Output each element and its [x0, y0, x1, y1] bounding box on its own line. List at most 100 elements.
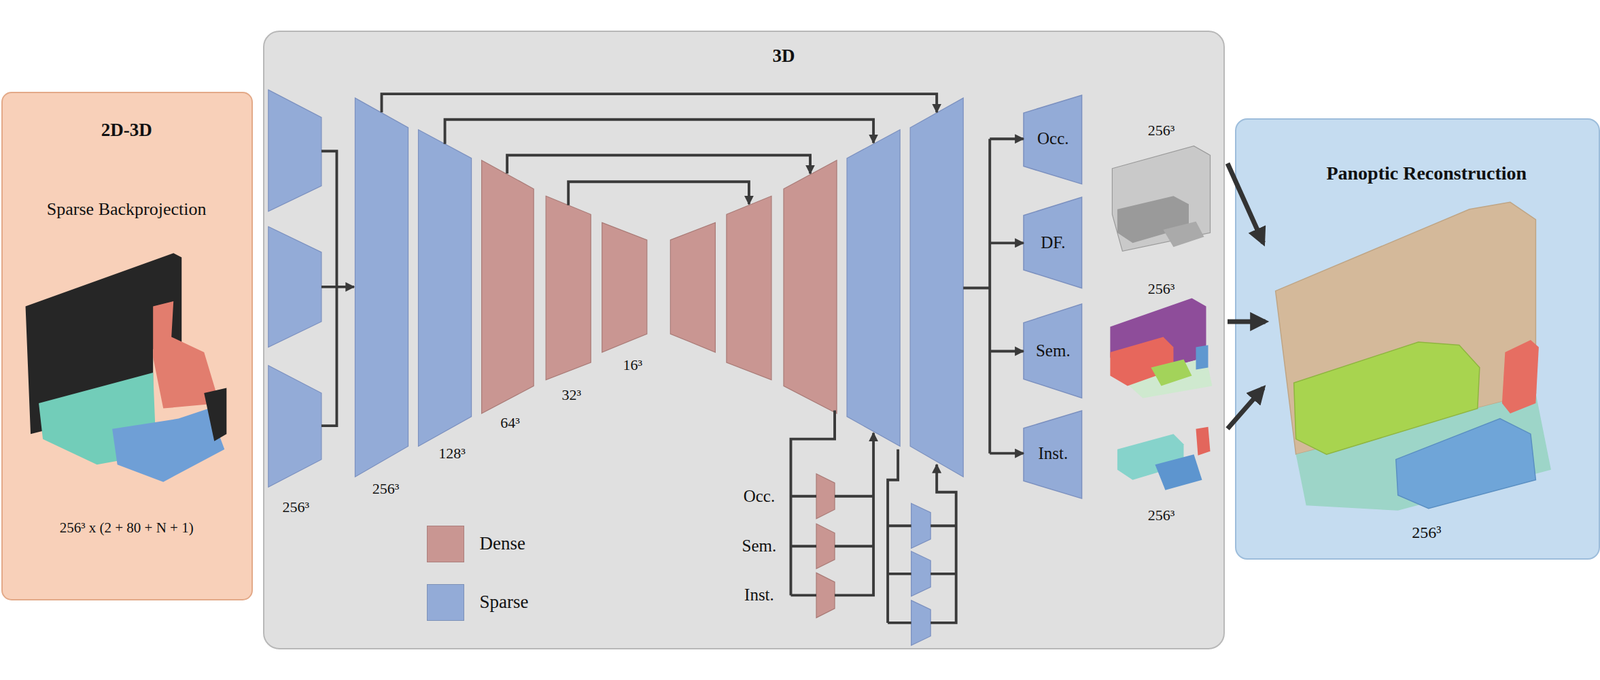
resolution-label: 256³ [1148, 122, 1176, 140]
network-wires-part [834, 494, 874, 498]
panel-title: 3D [772, 45, 795, 67]
panoptic-scene-part [1396, 418, 1537, 509]
decoder-blocks-part [910, 97, 964, 477]
network-wires-part [963, 286, 990, 289]
voxel-input-part [203, 388, 227, 442]
network-wires [321, 93, 1024, 623]
head-block: Inst. [1023, 410, 1083, 499]
voxel-input-part [112, 408, 225, 482]
instance-output-part [1154, 454, 1202, 491]
encoder-blocks-part [481, 160, 535, 414]
head-block: Sem. [1023, 303, 1083, 398]
decoder-blocks [670, 97, 964, 646]
network-wires-part [989, 451, 1024, 455]
network-wires-part [930, 464, 957, 623]
instance-output-part [1195, 426, 1210, 456]
decoder-blocks-part [911, 551, 932, 597]
encoder-blocks-part [545, 195, 591, 380]
resolution-label: 256³ [1411, 523, 1441, 543]
output-arrow [1227, 318, 1266, 324]
trapezoid-outline [1023, 95, 1083, 185]
encoder-blocks-part [268, 226, 322, 347]
occupancy-output-part [1111, 146, 1210, 252]
decoder-blocks-part [816, 572, 835, 618]
head-label: Inst. [1037, 443, 1068, 463]
network-wires-part [989, 350, 1024, 353]
legend-label: Sparse [479, 591, 529, 613]
network-wires-part [321, 285, 355, 289]
panel-title: Panoptic Reconstruction [1326, 162, 1527, 185]
encoder-blocks-part [602, 222, 648, 353]
occupancy-output [1111, 146, 1210, 252]
resolution-label: 32³ [561, 386, 582, 404]
decoder-blocks-part [846, 129, 900, 446]
head-label: DF. [1040, 233, 1066, 253]
tensor-size: 256³ x (2 + 80 + N + 1) [59, 519, 194, 536]
encoder-blocks-part [268, 89, 322, 212]
trapezoid-outline [1023, 197, 1083, 289]
network-wires-part [887, 449, 898, 623]
legend-swatch [426, 525, 465, 563]
semantic-output-part [1195, 345, 1208, 370]
head-label: Sem. [1035, 341, 1071, 361]
network-wires-part [381, 93, 937, 113]
legend-label: Dense [479, 533, 526, 555]
decoder-blocks-part [670, 222, 716, 353]
encoder-blocks-part [354, 97, 408, 477]
panel-subtitle: Sparse Backprojection [44, 199, 208, 220]
branch-label: Occ. [743, 485, 776, 506]
decoder-blocks-part [783, 160, 837, 414]
occupancy-output-part [1162, 221, 1204, 248]
output-arrow [1227, 387, 1264, 429]
network-wires-part [790, 410, 835, 596]
network-wires-part [930, 524, 957, 527]
head-block: DF. [1023, 197, 1083, 289]
panoptic-scene [1275, 201, 1552, 510]
head-block: Occ. [1023, 95, 1083, 185]
network-wires-part [790, 544, 817, 548]
network-wires-part [989, 137, 1024, 141]
network-wires-part [445, 119, 875, 145]
network-wires-part [321, 150, 338, 426]
network-wires-part [988, 138, 991, 453]
decoder-blocks-part [911, 600, 932, 646]
encoder-blocks [268, 89, 648, 487]
resolution-label: 256³ [1148, 280, 1176, 298]
panoptic-scene-part [1502, 339, 1539, 414]
network-wires-part [989, 241, 1024, 245]
network-wires-part [790, 593, 817, 597]
network-wires-part [834, 544, 874, 548]
network-wires-part [887, 572, 912, 576]
network-wires-part [887, 524, 912, 527]
semantic-output [1109, 297, 1212, 398]
decoder-blocks-part [726, 195, 772, 380]
network-wires-part [568, 181, 750, 206]
trapezoid-outline [1023, 410, 1083, 499]
semantic-output-part [1150, 359, 1192, 387]
encoder-blocks-part [418, 129, 472, 446]
network-wires-part [887, 621, 912, 624]
decoder-blocks-part [816, 473, 835, 519]
trapezoid-outline [1023, 303, 1083, 398]
network-wires-part [930, 572, 957, 576]
resolution-label: 128³ [438, 444, 466, 462]
branch-label: Inst. [744, 585, 775, 605]
voxel-input [25, 252, 228, 482]
resolution-label: 16³ [622, 356, 643, 374]
panel-title: 2D-3D [101, 120, 153, 142]
branch-label: Sem. [742, 536, 777, 556]
decoder-blocks-part [816, 523, 835, 569]
network-wires-part [834, 432, 874, 596]
legend-swatch [426, 583, 465, 621]
instance-output [1117, 426, 1211, 491]
resolution-label: 64³ [500, 413, 520, 431]
network-wires-part [507, 154, 811, 174]
encoder-blocks-part [268, 365, 322, 488]
resolution-label: 256³ [282, 498, 310, 516]
head-label: Occ. [1037, 129, 1070, 149]
decoder-blocks-part [911, 502, 932, 548]
resolution-label: 256³ [1148, 506, 1176, 524]
